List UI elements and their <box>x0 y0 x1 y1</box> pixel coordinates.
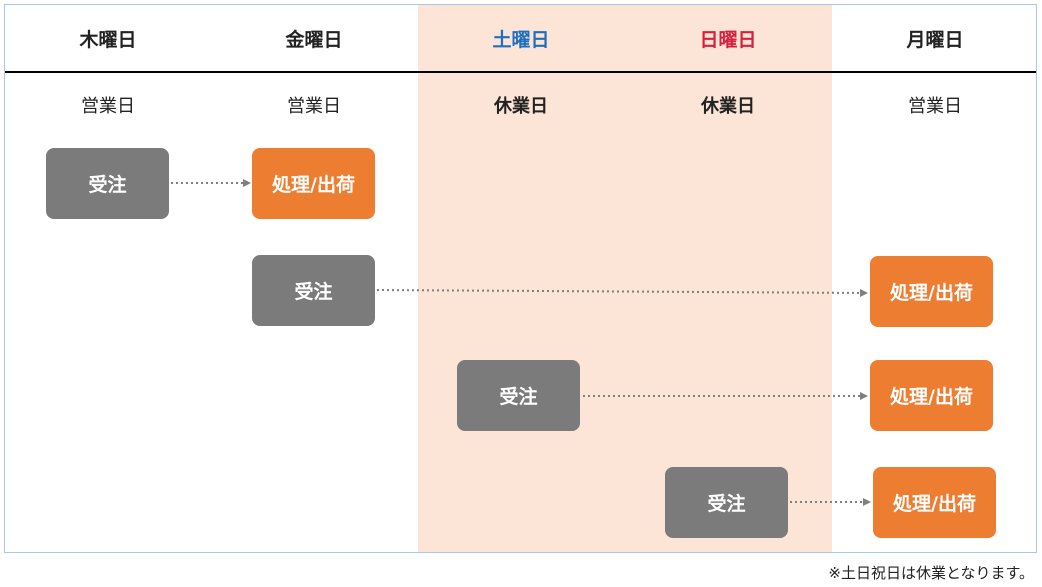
flow-arrow-2 <box>376 288 868 297</box>
column-header-sunday: 日曜日 <box>699 28 757 51</box>
process-box-monday-1: 処理/出荷 <box>870 256 993 327</box>
status-thursday: 営業日 <box>81 96 135 117</box>
order-box-saturday: 受注 <box>457 360 580 431</box>
schedule-diagram: 木曜日 金曜日 土曜日 日曜日 月曜日 営業日 営業日 休業日 休業日 営業日 … <box>4 4 1037 553</box>
process-box-monday-3: 処理/出荷 <box>873 467 996 538</box>
process-box-monday-2: 処理/出荷 <box>870 360 993 431</box>
header-divider <box>5 71 1036 73</box>
process-box-friday: 処理/出荷 <box>252 148 375 219</box>
column-header-friday: 金曜日 <box>285 28 343 51</box>
weekend-band <box>418 5 832 552</box>
status-friday: 営業日 <box>287 96 341 117</box>
order-box-thursday: 受注 <box>46 148 169 219</box>
status-saturday: 休業日 <box>494 96 548 117</box>
order-box-friday: 受注 <box>252 255 375 326</box>
column-header-monday: 月曜日 <box>906 28 964 51</box>
order-box-sunday: 受注 <box>665 467 788 538</box>
flow-arrows <box>171 179 871 506</box>
status-monday: 営業日 <box>908 96 962 117</box>
footnote: ※土日祝日は休業となります。 <box>828 564 1034 582</box>
status-sunday: 休業日 <box>701 96 755 117</box>
column-header-saturday: 土曜日 <box>492 28 550 51</box>
column-header-thursday: 木曜日 <box>79 28 137 51</box>
